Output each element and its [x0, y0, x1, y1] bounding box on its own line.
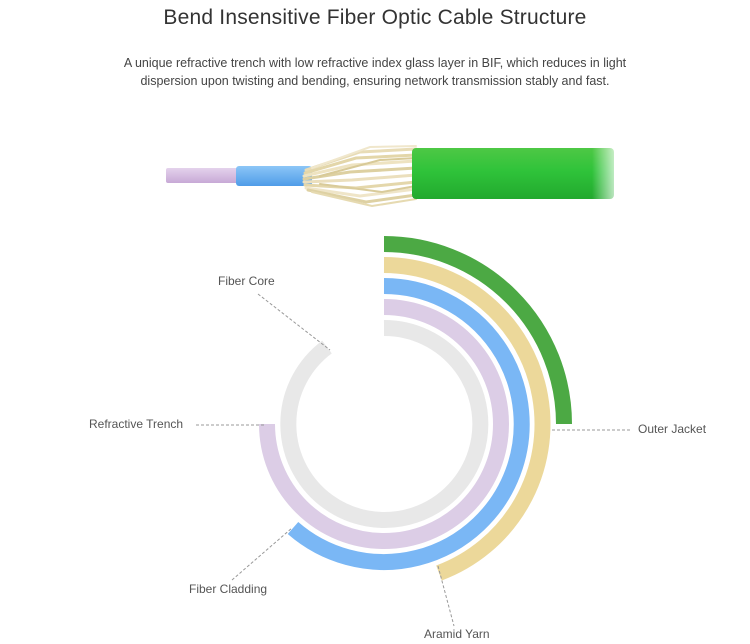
- ring-fiber-core: [280, 319, 489, 528]
- trench-sleeve: [166, 168, 240, 183]
- label-refractive-trench: Refractive Trench: [89, 417, 183, 431]
- ring-fiber-cladding: [287, 278, 530, 570]
- jacket-fade: [592, 144, 624, 204]
- page-title: Bend Insensitive Fiber Optic Cable Struc…: [163, 6, 587, 29]
- page-description: A unique refractive trench with low refr…: [123, 56, 627, 88]
- aramid-yarn-fibers: [302, 145, 418, 208]
- ring-refractive-trench: [259, 299, 509, 549]
- outer-jacket-sleeve: [412, 148, 614, 199]
- label-outer-jacket: Outer Jacket: [638, 422, 707, 436]
- cable-illustration: [98, 144, 624, 208]
- leader-line-fiber-cladding: [231, 527, 293, 581]
- leader-line-fiber-core: [257, 293, 331, 351]
- ring-aramid-yarn: [383, 257, 551, 581]
- cladding-sleeve: [236, 166, 312, 186]
- cross-section: [259, 236, 572, 581]
- label-fiber-cladding: Fiber Cladding: [189, 582, 267, 596]
- ring-outer-jacket: [383, 236, 572, 425]
- label-fiber-core: Fiber Core: [218, 274, 275, 288]
- leader-lines: [196, 293, 630, 627]
- label-aramid-yarn: Aramid Yarn: [424, 627, 490, 641]
- leader-line-aramid-yarn: [437, 565, 455, 627]
